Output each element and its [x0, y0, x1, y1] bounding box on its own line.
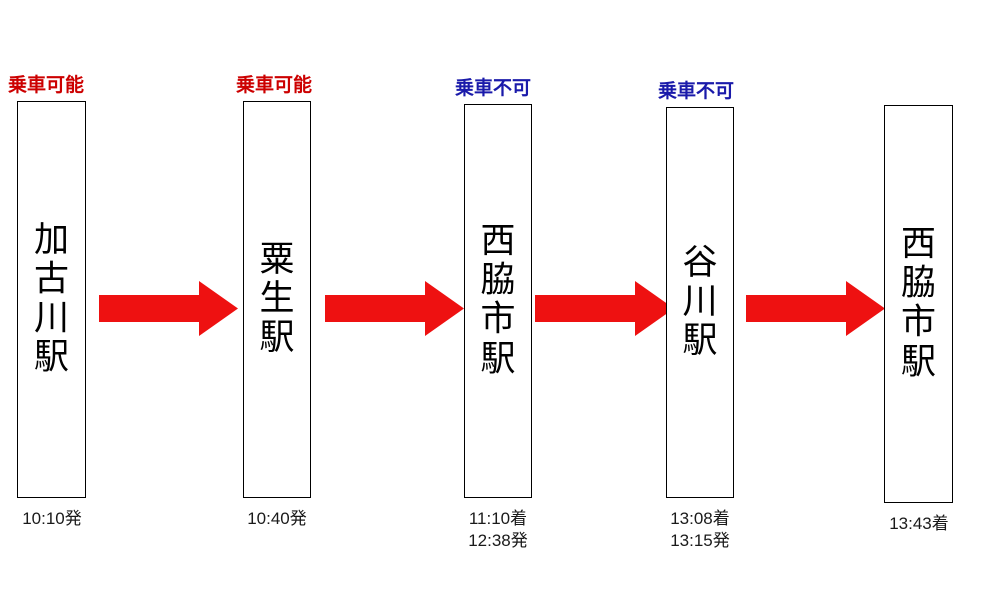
station-name-char: 駅	[259, 318, 295, 359]
station-name-char: 川	[682, 281, 718, 322]
station-name-char: 西	[480, 221, 516, 262]
arrow-right-icon	[325, 281, 464, 336]
time-departure: 13:15発	[670, 530, 730, 550]
time-block-kakogawa: 10:10発	[2, 508, 102, 530]
status-label-nishiwakishi-1: 乗車不可	[455, 78, 532, 99]
arrow-right-icon	[99, 281, 238, 336]
station-name-char: 脇	[480, 260, 516, 301]
status-label-ao: 乗車可能	[236, 75, 313, 96]
time-block-nishiwakishi-1: 11:10着 12:38発	[448, 508, 548, 552]
station-name-char: 駅	[33, 337, 69, 378]
station-name-char: 駅	[900, 342, 936, 383]
station-box-nishiwakishi-1: 西 脇 市 駅	[464, 104, 532, 498]
station-name-ao: 粟 生 駅	[244, 239, 310, 359]
station-name-char: 谷	[682, 242, 718, 283]
time-arrival: 13:43着	[889, 514, 949, 533]
flow-arrow-3	[535, 281, 674, 336]
flow-arrow-2	[325, 281, 464, 336]
station-name-char: 西	[900, 224, 936, 265]
time-departure: 12:38発	[468, 530, 528, 550]
station-name-char: 市	[900, 303, 936, 343]
arrow-right-icon	[535, 281, 674, 336]
flow-arrow-1	[99, 281, 238, 336]
time-departure: 10:40発	[247, 509, 307, 528]
station-name-char: 川	[33, 298, 69, 339]
station-box-tanikawa: 谷 川 駅	[666, 107, 734, 498]
station-name-char: 駅	[480, 339, 516, 380]
time-arrival: 13:08着	[670, 509, 730, 528]
station-name-char: 加	[33, 220, 69, 261]
station-box-ao: 粟 生 駅	[243, 101, 311, 498]
station-box-kakogawa: 加 古 川 駅	[17, 101, 86, 498]
time-departure: 10:10発	[22, 509, 82, 528]
station-name-char: 生	[259, 278, 295, 319]
time-block-ao: 10:40発	[227, 508, 327, 530]
status-label-kakogawa: 乗車可能	[8, 75, 85, 96]
time-arrival: 11:10着	[468, 509, 528, 528]
time-block-tanikawa: 13:08着 13:15発	[650, 508, 750, 552]
station-name-char: 粟	[259, 239, 295, 280]
station-name-char: 古	[33, 259, 69, 300]
station-name-char: 駅	[682, 321, 718, 362]
station-name-char: 脇	[900, 263, 936, 304]
station-name-nishiwakishi-1: 西 脇 市 駅	[465, 221, 531, 380]
station-name-tanikawa: 谷 川 駅	[667, 242, 733, 362]
arrow-right-icon	[746, 281, 885, 336]
station-name-kakogawa: 加 古 川 駅	[18, 220, 85, 378]
flow-arrow-4	[746, 281, 885, 336]
station-box-nishiwakishi-2: 西 脇 市 駅	[884, 105, 953, 503]
station-name-nishiwakishi-2: 西 脇 市 駅	[885, 224, 952, 383]
time-block-nishiwakishi-2: 13:43着	[869, 513, 969, 535]
status-label-tanikawa: 乗車不可	[658, 81, 735, 102]
station-name-char: 市	[480, 300, 516, 340]
